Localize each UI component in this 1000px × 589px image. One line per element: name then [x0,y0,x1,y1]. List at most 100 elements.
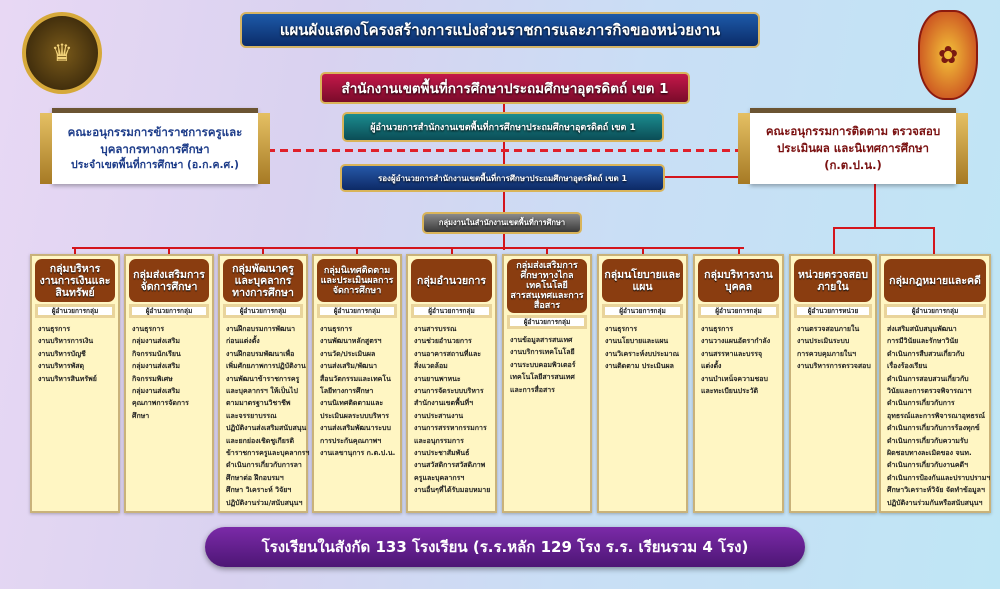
task-item: ดำเนินการเกี่ยวกับการ [887,399,955,408]
task-list: งานข้อมูลสารสนเทศงานบริการเทคโนโลยีงานระ… [504,329,590,396]
group-column: กลุ่มส่งเสริมการศึกษาทางไกลเทคโนโลยีสารส… [502,254,592,513]
task-item: ตามมาตรฐานวิชาชีพ [226,399,291,408]
task-item: งานบริหารบัญชี [38,349,86,358]
connector-line [74,247,76,255]
group-director-label: ผู้อำนวยการหน่วย [794,304,872,318]
task-item: งานข้อมูลสารสนเทศ [510,336,573,344]
task-item: งานอาคารสถานที่และ [414,349,482,358]
connector-line [933,227,935,255]
task-item: การประกันคุณภาพฯ [320,436,382,445]
task-item: งานพัฒนาข้าราชการครู [226,374,300,383]
task-item: ดำเนินการเกี่ยวกับความรับ [887,436,969,445]
task-item: โลยีทางการศึกษา [320,387,374,396]
task-item: งานส่งเสริม/พัฒนา [320,362,378,371]
task-item: งานบริหารพัสดุ [38,362,85,371]
task-item: สื่อนวัตกรรมและเทคโน [320,374,391,383]
group-director-label: ผู้อำนวยการกลุ่ม [223,304,303,318]
connector-line [546,247,548,255]
group-title: กลุ่มส่งเสริมการศึกษาทางไกลเทคโนโลยีสารส… [507,259,587,313]
task-item: งานธุรการ [320,325,353,333]
task-item: และการสื่อสาร [510,385,555,394]
task-item: ดำเนินการสืบสวนเกี่ยวกับ [887,349,965,358]
school-count-footer: โรงเรียนในสังกัด 133 โรงเรียน (ร.ร.หลัก … [205,527,805,567]
task-item: ปฏิบัติงานร่วม/สนับสนุนฯ [226,498,303,507]
task-item: งานธุรการ [605,325,638,333]
task-item: แต่งตั้ง [701,362,722,371]
group-director-label: ผู้อำนวยการกลุ่ม [602,304,683,318]
task-item: งานสรรหาและบรรจุ [701,349,763,358]
task-item: กิจกรรมนักเรียน [132,349,181,358]
task-item: งานประเมินระบบ [797,337,850,346]
task-item: งานบริหารการเงิน [38,337,94,346]
task-item: งานวางแผนอัตรากำลัง [701,337,771,346]
task-item: งานยานพาหนะ [414,374,461,383]
task-item: งานนิเทศติดตามและ [320,399,384,408]
task-item: กิจกรรมพิเศษ [132,374,173,383]
group-title: กลุ่มบริหารงานบุคคล [698,259,779,302]
task-list: งานธุรการกลุ่มงานส่งเสริมกิจกรรมนักเรียน… [126,318,212,422]
task-item: งานติดตาม ประเมินผล [605,362,674,371]
task-item: การมีวินัยและรักษาวินัย [887,337,959,346]
task-item: ข้าราชการครูและบุคลากรฯ [226,449,310,458]
task-item: งานบำเหน็จความชอบ [701,374,768,383]
task-item: การควบคุมภายในฯ [797,349,857,358]
committee-line: (ก.ต.ป.น.) [824,157,882,172]
groups-label: กลุ่มงานในสำนักงานเขตพื้นที่การศึกษา [422,212,582,234]
committee-line: บุคลากรทางการศึกษา [100,141,210,156]
group-title: กลุ่มนิเทศติดตามและประเมินผลการจัดการศึก… [317,259,397,302]
committee-line: ประจำเขตพื้นที่การศึกษา (อ.ก.ค.ศ.) [71,158,239,171]
task-item: งานช่วยอำนวยการ [414,337,472,346]
task-item: งานฝึกอบรมการพัฒนา [226,325,296,333]
task-list: งานฝึกอบรมการพัฒนาก่อนแต่งตั้งงานฝึกอบรม… [220,318,310,509]
connector-line [833,227,935,229]
task-list: ส่งเสริมสนับสนุนพัฒนาการมีวินัยและรักษาว… [881,318,990,509]
connector-line [503,176,875,178]
connector-line [356,247,358,255]
task-item: สิ่งแวดล้อม [414,362,448,371]
emblem-icon: ♛ [51,39,73,67]
task-item: ดำเนินการเกี่ยวกับงานคดีฯ [887,461,969,470]
group-title: กลุ่มกฎหมายและคดี [884,259,986,302]
task-item: งานธุรการ [701,325,734,333]
group-title: กลุ่มนโยบายและแผน [602,259,683,302]
office-banner: สำนักงานเขตพื้นที่การศึกษาประถมศึกษาอุตร… [320,72,690,104]
task-item: งานพัฒนาหลักสูตรฯ [320,337,382,346]
task-item: ปฏิบัติงานร่วมกันหรือสนับสนุนฯ [887,498,983,507]
emblem-icon: ✿ [937,41,959,69]
task-list: งานธุรการงานพัฒนาหลักสูตรฯงานวัด/ประเมิน… [314,318,400,459]
right-committee: คณะอนุกรรมการติดตาม ตรวจสอบ ประเมินผล แล… [738,108,968,184]
group-column: หน่วยตรวจสอบภายใน ผู้อำนวยการหน่วย งานตร… [789,254,877,513]
task-item: งานนโยบายและแผน [605,337,669,346]
group-title: กลุ่มพัฒนาครูและบุคลากรทางการศึกษา [223,259,303,302]
task-item: ผิดชอบทางละเมิดของ จนท. [887,449,972,458]
task-item: ประเมินผลระบบบริหาร [320,411,390,420]
task-item: ก่อนแต่งตั้ง [226,337,260,346]
connector-line [450,247,453,255]
task-list: งานตรวจสอบภายในงานประเมินระบบการควบคุมภา… [791,318,875,373]
group-director-label: ผู้อำนวยการกลุ่ม [698,304,779,318]
group-director-label: ผู้อำนวยการกลุ่ม [411,304,492,318]
left-committee: คณะอนุกรรมการข้าราชการครูและ บุคลากรทางก… [40,108,270,184]
task-item: เพิ่มศักยภาพการปฏิบัติงาน [226,362,306,371]
task-item: งานธุรการ [38,325,71,333]
task-item: คุณภาพการจัดการ [132,399,189,408]
connector-line [168,247,170,255]
task-item: ศึกษาต่อ ฝึกอบรมฯ [226,473,284,482]
task-item: ดำเนินการเกี่ยวกับการร้องทุกข์ [887,424,980,433]
task-item: เรื่องร้องเรียน [887,362,928,371]
task-item: กลุ่มงานส่งเสริม [132,387,181,396]
task-item: ดำเนินการสอบสวนเกี่ยวกับ [887,374,969,383]
office-logo: ♛ [22,12,102,94]
task-item: งานวิเคราะห์งบประมาณ [605,349,680,358]
task-item: งานฝึกอบรมพัฒนาเพื่อ [226,349,295,358]
connector-line [833,227,835,255]
task-item: สำนักงานเขตพื้นที่ฯ [414,399,474,408]
task-item: งานบริการเทคโนโลยี [510,348,575,357]
task-item: และอนุกรรมการ [414,436,464,445]
task-item: งานส่งเสริมพัฒนาระบบ [320,424,391,433]
group-director-label: ผู้อำนวยการกลุ่ม [507,315,587,329]
page-title: แผนผังแสดงโครงสร้างการแบ่งส่วนราชการและภ… [240,12,760,48]
connector-line [737,247,740,255]
task-item: ศึกษา วิเคราะห์ วิจัยฯ [226,486,292,495]
group-title: กลุ่มบริหารงานการเงินและสินทรัพย์ [35,259,115,302]
